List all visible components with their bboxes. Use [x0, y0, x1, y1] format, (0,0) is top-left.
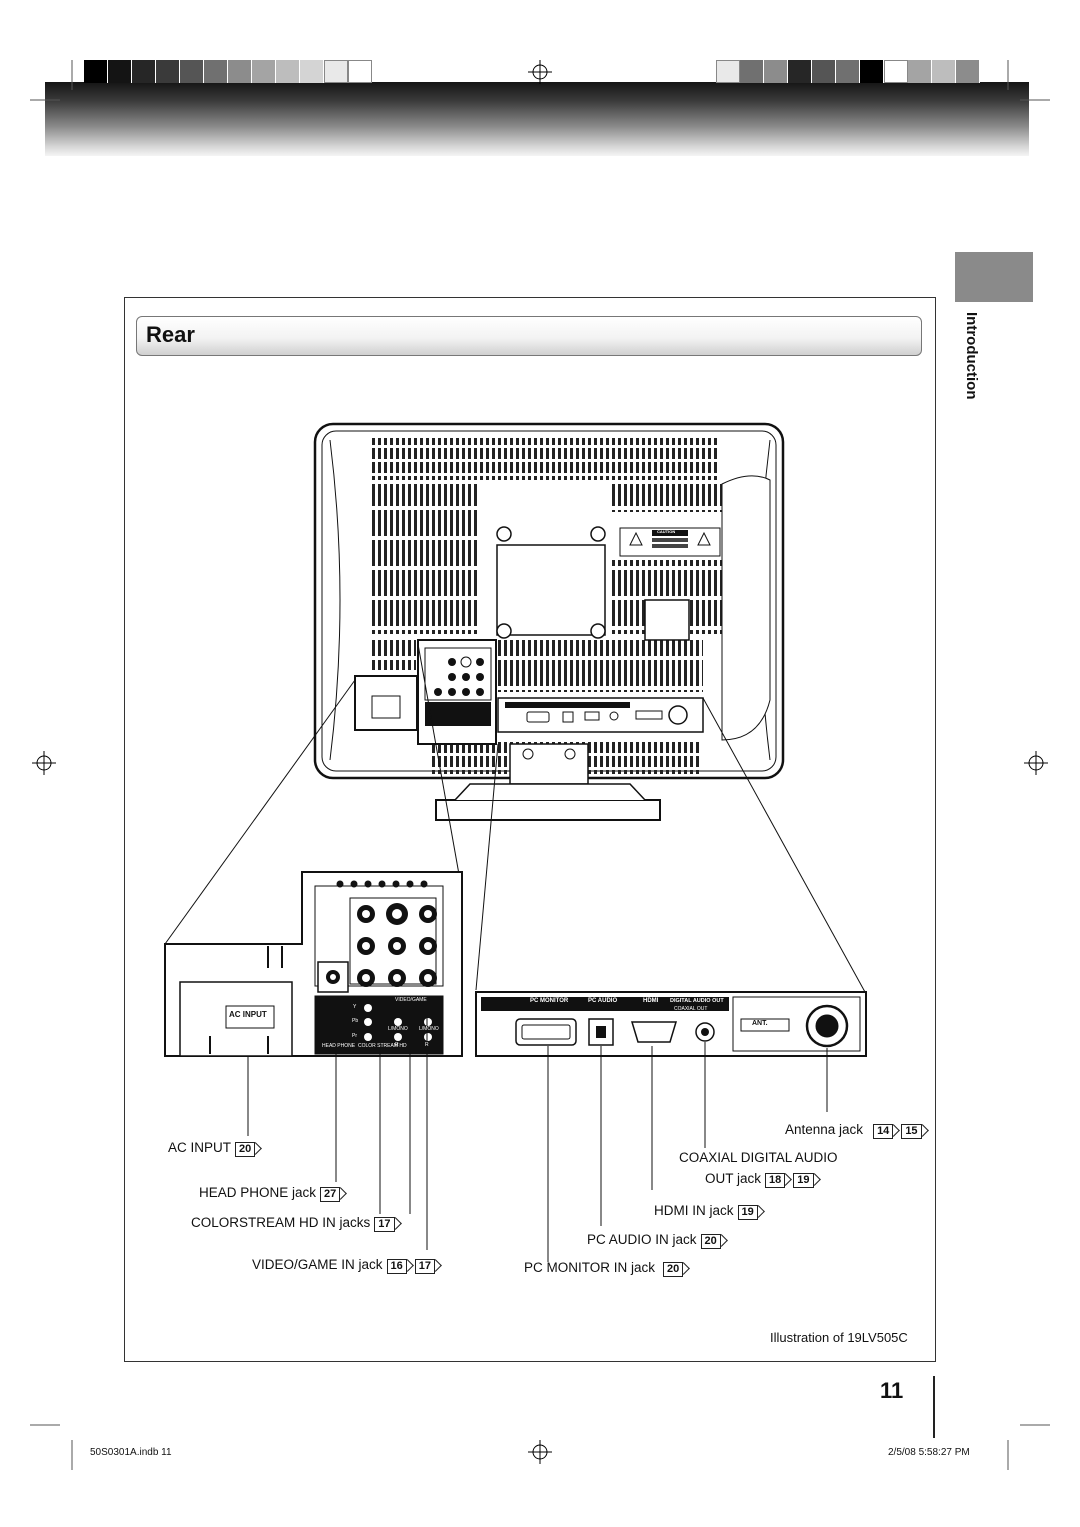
panel-digital-audio-out-text: DIGITAL AUDIO OUT [670, 998, 724, 1004]
closeup-right-panel [475, 991, 867, 1057]
page-ref-badge: 20 [700, 1234, 721, 1249]
page-number: 11 [880, 1378, 904, 1403]
panel-coaxial-out-text: COAXIAL OUT [674, 1006, 708, 1012]
page-ref-badge: 20 [235, 1142, 256, 1157]
page-ref-badge: 27 [320, 1187, 341, 1202]
color-swatch [228, 60, 252, 83]
mount-plate [496, 544, 606, 636]
panel-y-text: Y [353, 1004, 357, 1010]
color-swatch [108, 60, 132, 83]
color-swatch [836, 60, 860, 83]
label-pc-monitor-text: PC MONITOR IN jack [524, 1260, 656, 1275]
panel-colorstream-text: COLOR STREAM HD [358, 1043, 407, 1049]
panel-ant-text: ANT. [752, 1020, 768, 1027]
label-head-phone-text: HEAD PHONE jack [199, 1185, 317, 1200]
color-swatch [788, 60, 812, 83]
closeup-left-panel [164, 871, 463, 1057]
page-ref-badge: 19 [793, 1173, 814, 1188]
footer-date-info: 2/5/08 5:58:27 PM [888, 1447, 970, 1458]
color-swatch [156, 60, 180, 83]
panel-r-text-2: R [425, 1042, 429, 1048]
panel-lmono-text-2: L/MONO [419, 1026, 439, 1032]
color-swatch [956, 60, 980, 83]
color-swatch [180, 60, 204, 83]
color-swatch [932, 60, 956, 83]
color-swatch [84, 60, 108, 83]
color-swatch [740, 60, 764, 83]
label-colorstream-text: COLORSTREAM HD IN jacks [191, 1215, 371, 1230]
label-antenna: Antenna jack 14 15 [785, 1122, 922, 1139]
label-ac-input-text: AC INPUT [168, 1140, 232, 1155]
page-ref-badge: 17 [414, 1259, 436, 1274]
main-frame [124, 297, 936, 1362]
page-ref-badge: 14 [873, 1124, 894, 1139]
page-ref-badge: 17 [374, 1217, 395, 1232]
panel-lmono-text-1: L/MONO [388, 1026, 408, 1032]
footer-file-info: 50S0301A.indb 11 [90, 1447, 172, 1458]
color-swatch [716, 60, 740, 83]
side-tab [955, 252, 1033, 302]
label-video-game-text: VIDEO/GAME IN jack [252, 1257, 383, 1272]
color-swatch [908, 60, 932, 83]
illustration-caption: Illustration of 19LV505C [770, 1330, 908, 1345]
page-ref-badge: 20 [663, 1262, 684, 1277]
registration-mark-top [528, 60, 552, 84]
label-antenna-text: Antenna jack [785, 1122, 864, 1137]
section-title: Rear [146, 322, 195, 347]
color-bar-right [716, 60, 980, 83]
color-swatch [860, 60, 884, 83]
page-ref-badge: 19 [737, 1205, 758, 1220]
panel-pc-audio-text: PC AUDIO [588, 998, 618, 1004]
color-swatch [252, 60, 276, 83]
section-title-bar [136, 316, 922, 356]
label-pc-monitor: PC MONITOR IN jack 20 [524, 1260, 684, 1277]
label-coaxial-line1: COAXIAL DIGITAL AUDIO [679, 1150, 838, 1165]
panel-pc-monitor-text: PC MONITOR [530, 998, 569, 1004]
color-swatch [812, 60, 836, 83]
registration-mark-right [1024, 751, 1048, 775]
caution-text: CAUTION [657, 529, 676, 534]
registration-mark-bottom [528, 1440, 552, 1464]
lower-vents [498, 640, 703, 692]
header-band [45, 82, 1029, 156]
label-coaxial-text: OUT jack [705, 1171, 762, 1186]
panel-head-phone-text: HEAD PHONE [322, 1043, 356, 1049]
top-vents [372, 438, 720, 480]
page-ref-badge: 16 [386, 1259, 407, 1274]
left-vents [372, 484, 480, 634]
color-swatch [764, 60, 788, 83]
color-swatch [132, 60, 156, 83]
page-ref-badge: 15 [901, 1124, 922, 1139]
panel-hdmi-text: HDMI [643, 998, 659, 1004]
label-hdmi-text: HDMI IN jack [654, 1203, 734, 1218]
panel-video-game-text: VIDEO/GAME [395, 997, 427, 1003]
color-swatch [276, 60, 300, 83]
page-number-rule [933, 1376, 935, 1438]
color-swatch [324, 60, 348, 83]
page-ref-badge: 18 [765, 1173, 786, 1188]
color-swatch [884, 60, 908, 83]
color-bar-left [84, 60, 372, 83]
panel-pb-text: Pb [352, 1018, 359, 1024]
label-pc-audio-text: PC AUDIO IN jack [587, 1232, 697, 1247]
stand-base [435, 799, 661, 821]
panel-pr-text: Pr [352, 1033, 357, 1039]
registration-mark-left [32, 751, 56, 775]
color-swatch [204, 60, 228, 83]
color-swatch [348, 60, 372, 83]
panel-ac-input-text: AC INPUT [229, 1010, 267, 1019]
panel-r-text-1: R [395, 1042, 399, 1048]
color-swatch [300, 60, 324, 83]
callout-lines [247, 1014, 828, 1262]
